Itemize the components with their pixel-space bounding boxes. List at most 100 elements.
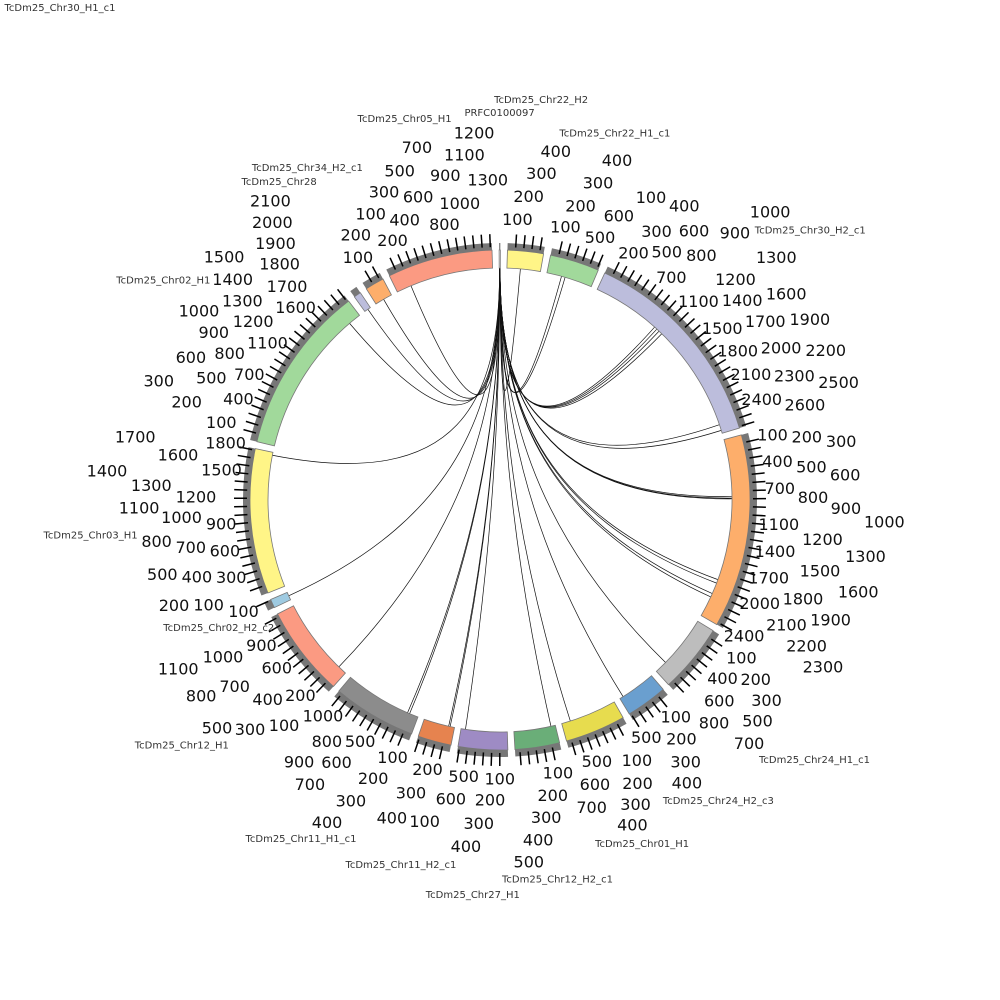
segment-arc[interactable]: [256, 300, 361, 447]
tick-label: 1000: [439, 194, 480, 213]
tick-mark: [727, 608, 741, 616]
tick-mark: [337, 700, 348, 712]
segment-arc[interactable]: [353, 292, 371, 312]
segment-arc[interactable]: [417, 718, 455, 746]
segment-PRFC0100097[interactable]: [498, 243, 501, 269]
segment-arc[interactable]: [619, 675, 664, 715]
segment-band: [507, 243, 545, 254]
tick-mark: [566, 243, 572, 257]
tick-label: 300: [826, 432, 857, 451]
segment-arc[interactable]: [506, 249, 545, 273]
tick-label: 100: [206, 413, 237, 432]
tick-mark: [278, 351, 291, 360]
segment-TcDm25_Chr28[interactable]: [350, 286, 371, 312]
tick-mark: [666, 300, 677, 311]
tick-mark: [627, 270, 635, 283]
segment-arc[interactable]: [596, 272, 740, 434]
segment-TcDm25_Chr11_H2_c1[interactable]: [413, 718, 455, 760]
tick-mark: [579, 739, 585, 753]
link-chord: [499, 267, 571, 722]
tick-label: 200: [358, 769, 389, 788]
tick-label: 300: [143, 372, 174, 391]
segment-TcDm25_Chr02_H1[interactable]: [243, 288, 361, 447]
segment-TcDm25_Chr03_H1[interactable]: [234, 446, 286, 596]
tick-label: 700: [175, 538, 206, 557]
segment-arc[interactable]: [249, 448, 286, 594]
segment-arc[interactable]: [561, 701, 624, 742]
link-chord: [499, 267, 717, 584]
tick-mark: [740, 578, 753, 584]
tick-label: 700: [656, 268, 687, 287]
link-chord: [409, 267, 501, 714]
tick-label: 2300: [803, 657, 844, 676]
tick-label: 900: [246, 636, 277, 655]
tick-mark: [722, 373, 735, 382]
segment-arc[interactable]: [513, 724, 561, 750]
segment-TcDm25_Chr24_H2_c3[interactable]: [619, 675, 668, 728]
tick-mark: [405, 250, 412, 264]
tick-label: 200: [622, 774, 653, 793]
tick-label: 300: [336, 792, 367, 811]
segment-TcDm25_Chr34_H2_c1[interactable]: [362, 266, 393, 305]
tick-label: 1500: [201, 461, 242, 480]
segment-arc[interactable]: [365, 278, 393, 305]
tick-label: 1600: [275, 298, 316, 317]
tick-label: 400: [672, 774, 703, 793]
tick-label: 1200: [233, 312, 274, 331]
tick-mark: [616, 723, 625, 736]
tick-label: 1800: [717, 342, 758, 361]
segment-arc[interactable]: [388, 249, 494, 293]
segment-arc[interactable]: [270, 591, 292, 609]
tick-label: 1100: [247, 334, 288, 353]
tick-label: 300: [526, 164, 557, 183]
segment-TcDm25_Chr22_H1_c1[interactable]: [546, 241, 604, 288]
segment-arc[interactable]: [276, 605, 347, 688]
segment-TcDm25_Chr12_H1[interactable]: [264, 605, 347, 694]
segment-TcDm25_Chr30_H1_c1[interactable]: [700, 433, 767, 631]
tick-label: 400: [523, 830, 554, 849]
segment-TcDm25_Chr30_H2_c1[interactable]: [596, 261, 755, 434]
tick-mark: [751, 522, 765, 526]
tick-label: 100: [343, 248, 374, 267]
segment-TcDm25_Chr01_H1[interactable]: [561, 701, 627, 756]
segment-arc[interactable]: [338, 676, 419, 735]
segment-label: TcDm25_Chr24_H1_c1: [758, 755, 870, 766]
tick-label: 2100: [731, 365, 772, 384]
segment-arc[interactable]: [457, 728, 509, 751]
segment-arc[interactable]: [655, 620, 714, 686]
tick-mark: [238, 546, 252, 551]
segment-band: [243, 447, 268, 596]
tick-label: 200: [159, 596, 190, 615]
tick-mark: [700, 337, 712, 347]
segment-label: TcDm25_Chr12_H1: [134, 741, 229, 752]
tick-label: 100: [726, 648, 757, 667]
tick-mark: [315, 682, 326, 694]
segment-TcDm25_Chr22_H2[interactable]: [506, 234, 545, 273]
segment-arc[interactable]: [498, 249, 501, 269]
tick-mark: [612, 261, 620, 275]
tick-mark: [330, 294, 340, 306]
link-chord: [499, 267, 720, 446]
tick-mark: [634, 274, 643, 287]
tick-mark: [709, 351, 722, 361]
segment-TcDm25_Chr12_H2_c1[interactable]: [513, 724, 562, 766]
segment-label: TcDm25_Chr30_H2_c1: [754, 225, 866, 236]
segment-TcDm25_Chr05_H1[interactable]: [386, 234, 494, 293]
tick-mark: [454, 237, 459, 251]
segment-arc[interactable]: [546, 254, 599, 288]
tick-mark: [303, 670, 315, 681]
segment-arc[interactable]: [700, 434, 751, 626]
tick-label: 1900: [810, 610, 851, 629]
link-chord: [288, 267, 500, 597]
tick-mark: [257, 388, 271, 396]
segment-TcDm25_Chr27_H1[interactable]: [456, 728, 509, 767]
segment-TcDm25_Chr24_H1_c1[interactable]: [655, 620, 723, 693]
segment-TcDm25_Chr02_H2_c2[interactable]: [256, 591, 292, 611]
tick-mark: [696, 658, 708, 668]
tick-label: 300: [620, 795, 651, 814]
tick-label: 100: [377, 748, 408, 767]
tick-mark: [292, 658, 304, 668]
segment-TcDm25_Chr11_H1_c1[interactable]: [331, 676, 419, 746]
tick-label: 800: [798, 488, 829, 507]
tick-label: 1100: [678, 292, 719, 311]
